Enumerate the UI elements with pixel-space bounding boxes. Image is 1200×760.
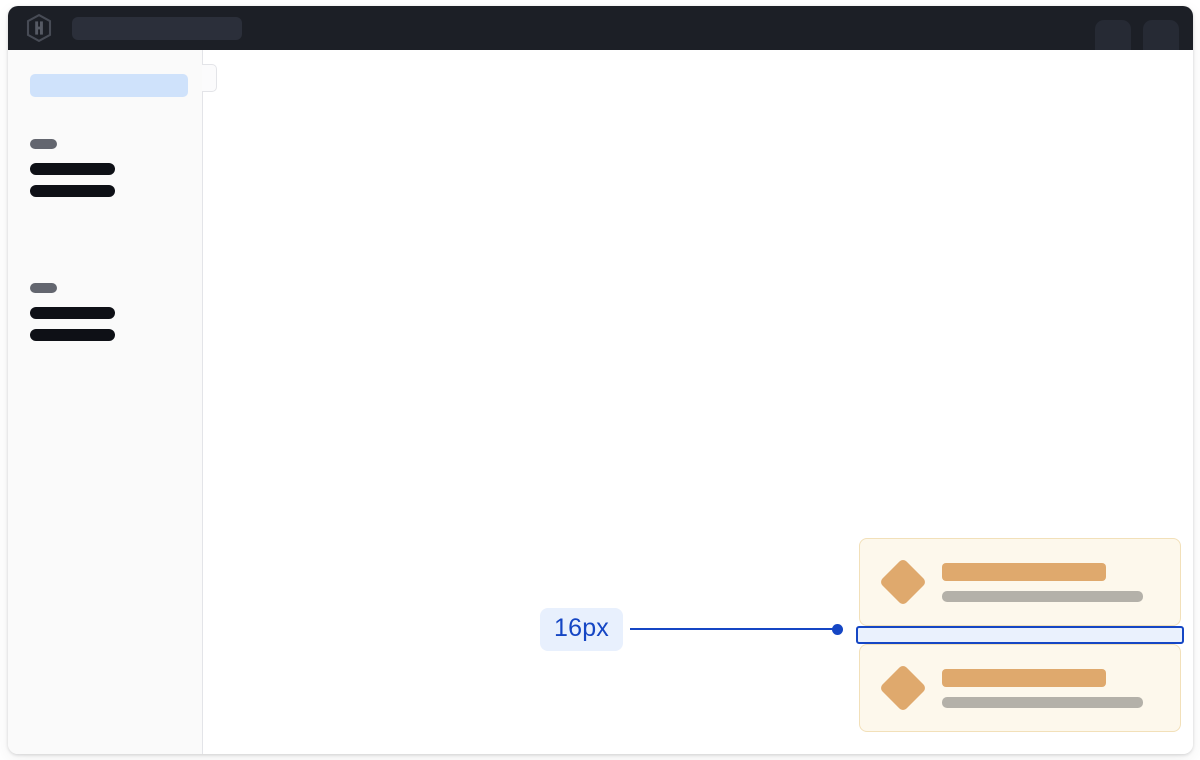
- card-row[interactable]: [859, 538, 1181, 626]
- diamond-icon: [878, 557, 928, 607]
- sidebar: [8, 50, 217, 754]
- sidebar-item-2-1[interactable]: [30, 307, 115, 319]
- measurement-endpoint-dot: [832, 623, 844, 635]
- app-header: [8, 6, 1193, 50]
- sidebar-item-2-2[interactable]: [30, 329, 115, 341]
- measurement-leader-line: [630, 628, 834, 630]
- card-text-block: [942, 562, 1156, 602]
- card-text-block: [942, 668, 1156, 708]
- sidebar-group-2-label: [30, 283, 57, 293]
- hashicorp-hexagon-logo-icon[interactable]: [26, 14, 52, 42]
- sidebar-item-1-2[interactable]: [30, 185, 115, 197]
- sidebar-item-active[interactable]: [30, 74, 188, 97]
- card-subtitle: [942, 590, 1143, 602]
- main-content: [203, 50, 1193, 754]
- card-title: [942, 562, 1106, 581]
- sidebar-group-1: [8, 139, 202, 197]
- diamond-icon: [878, 663, 928, 713]
- header-actions: [1095, 6, 1179, 50]
- card-stack: [856, 538, 1184, 732]
- search-input[interactable]: [72, 16, 242, 40]
- measurement-value-badge: 16px: [540, 607, 624, 651]
- sidebar-group-2: [8, 283, 202, 341]
- card-subtitle: [942, 696, 1143, 708]
- measurement-annotation: 16px: [540, 607, 844, 651]
- header-chip-1[interactable]: [1095, 20, 1131, 50]
- card-title: [942, 668, 1106, 687]
- sidebar-item-1-1[interactable]: [30, 163, 115, 175]
- gap-measurement-highlight: [856, 626, 1184, 644]
- sidebar-group-1-label: [30, 139, 57, 149]
- sidebar-collapse-handle-icon[interactable]: [202, 64, 217, 92]
- card-row[interactable]: [859, 644, 1181, 732]
- app-body: [8, 50, 1193, 754]
- app-window: [8, 6, 1193, 754]
- header-chip-2[interactable]: [1143, 20, 1179, 50]
